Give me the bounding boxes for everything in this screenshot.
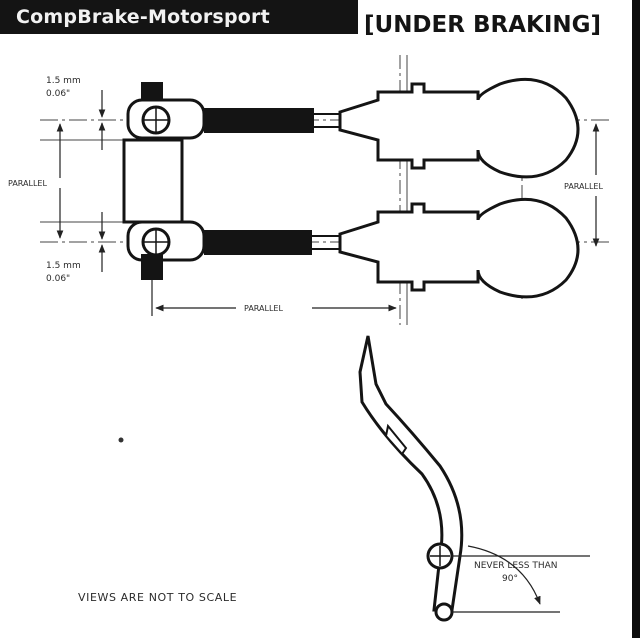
pedal-angle-callout: [452, 545, 590, 613]
parallel-bottom-label: PARALLEL: [244, 304, 283, 313]
balance-bar-spacer: [122, 138, 184, 224]
threaded-rod-top: [204, 108, 314, 133]
pedal-slot: [384, 423, 408, 456]
angle-note-line1: NEVER LESS THAN: [474, 561, 558, 571]
parallel-right-label: PARALLEL: [564, 182, 603, 191]
brand-banner: CompBrake-Motorsport: [0, 0, 358, 34]
offset-top-in: 0.06": [46, 89, 70, 99]
master-cylinder-top: [126, 77, 580, 179]
cylinder-body-top: [338, 77, 580, 179]
offset-bottom-mm: 1.5 mm: [46, 261, 81, 271]
scan-edge: [632, 0, 640, 638]
threaded-rod-bottom: [204, 230, 312, 255]
offset-top-mm: 1.5 mm: [46, 76, 81, 86]
scan-speck: [118, 437, 124, 443]
section-title: [UNDER BRAKING]: [364, 12, 602, 38]
brand-name: CompBrake-Motorsport: [16, 6, 270, 28]
cylinder-body-bottom: [338, 197, 580, 299]
brake-pedal: [358, 335, 464, 622]
offset-bottom-in: 0.06": [46, 274, 70, 284]
parallel-left-label: PARALLEL: [8, 179, 47, 188]
angle-note-line2: 90°: [502, 574, 518, 584]
master-cylinder-bottom: [126, 197, 580, 299]
dimension-lines: [56, 90, 600, 316]
scale-note: VIEWS ARE NOT TO SCALE: [78, 591, 238, 604]
clevis-block-bottom: [141, 254, 163, 280]
pedal-base-pivot: [434, 602, 454, 622]
pedal-arm: [358, 335, 464, 612]
